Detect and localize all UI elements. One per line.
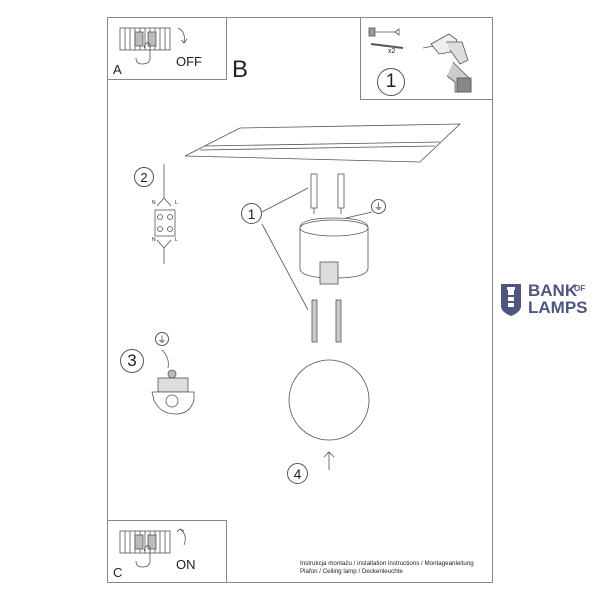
ground-symbol-icon: ⏚ [371,199,386,214]
step-ground-label: 3 [127,351,137,370]
panel-c: C ON [107,520,227,583]
brand-word-bank: BANK [528,281,578,300]
wiring-l-top: L [175,200,178,206]
step-wiring-label: 2 [140,169,148,185]
terminal-switch-on-icon [119,528,186,568]
panel-a: A OFF [107,17,227,80]
ground-terminal-symbol-icon: ⏚ [155,332,169,346]
footer-line-2: Plafon / Ceiling lamp / Deckenleuchte [300,568,403,575]
instruction-sheet [107,17,493,583]
footer-text: Instrukcja montażu / installation instru… [300,560,474,576]
brand-logo: BANK OF LAMPS [498,281,598,317]
brand-word-lamps: LAMPS [528,298,588,317]
footer-line-1: Instrukcja montażu / installation instru… [300,560,474,567]
panel-a-state: OFF [176,54,202,69]
step-shade-label: 4 [293,465,302,482]
wiring-n-top: N [152,200,156,206]
panel-b-letter: B [232,56,249,83]
lighthouse-icon [501,284,521,316]
step-wiring-number: 2 [134,167,154,187]
terminal-switch-icon [119,27,188,65]
tools-quantity: x2 [388,48,396,55]
wiring-n-bottom: N [152,237,156,243]
drill-icon [368,27,472,93]
step-tools-label: 1 [385,71,397,92]
step-shade-number: 4 [287,463,308,484]
arrow-up-icon [323,451,335,470]
panel-c-letter: C [113,565,123,580]
step-mount-number: 1 [241,203,262,224]
panel-a-letter: A [113,62,122,77]
panel-tools: x2 1 [360,17,493,100]
panel-c-state: ON [176,557,196,572]
step-mount-label: 1 [247,205,256,222]
wiring-l-bottom: L [175,237,178,243]
brand-word-of: OF [574,284,586,293]
step-ground-number: 3 [120,349,144,373]
step-tools-number: 1 [377,68,405,96]
